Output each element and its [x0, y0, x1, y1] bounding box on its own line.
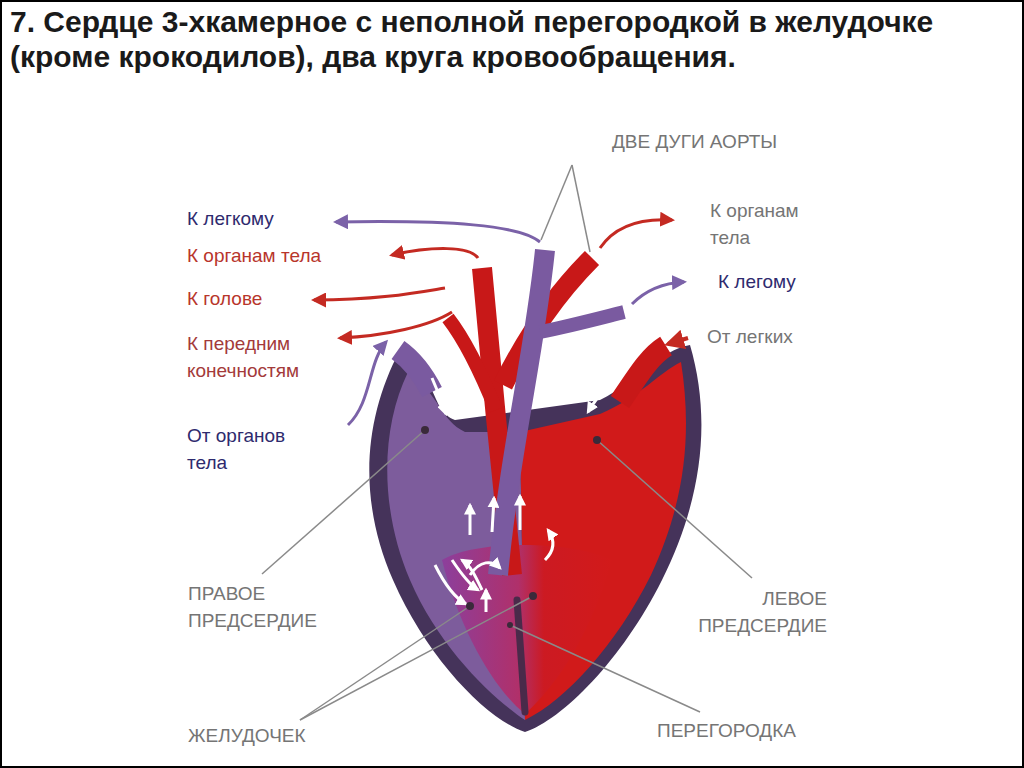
- flow-arrow: [392, 249, 478, 258]
- flow-label: К легому: [718, 268, 838, 295]
- flow-label: К легкому: [187, 205, 327, 232]
- leader-dots: [421, 426, 601, 628]
- flow-arrow: [348, 342, 386, 425]
- part-label: ЛЕВОЕ ПРЕДСЕРДИЕ: [662, 585, 827, 639]
- flow-arrow: [314, 288, 445, 300]
- flow-arrow: [632, 282, 684, 304]
- pulmonary-artery: [498, 250, 545, 575]
- slide-title: 7. Сердце 3-хкамерное с неполной перегор…: [10, 4, 1000, 74]
- heart-wall: [369, 345, 701, 732]
- vena-cava: [398, 350, 432, 392]
- part-label: ПРАВОЕ ПРЕДСЕРДИЕ: [188, 580, 353, 634]
- flow-label: К органам тела: [187, 242, 367, 269]
- flow-label: К голове: [187, 285, 307, 312]
- blood-flow-arrows: [432, 378, 608, 612]
- part-label: ЖЕЛУДОЧЕК: [188, 722, 348, 749]
- carotid-branch: [448, 318, 496, 410]
- leader-lines: [262, 165, 752, 720]
- ventricle: [442, 545, 612, 714]
- flow-arrow: [600, 220, 672, 248]
- flow-arrow: [668, 338, 688, 344]
- flow-label: От органов тела: [187, 422, 305, 476]
- flow-arrow: [336, 222, 540, 242]
- flow-label: От легких: [707, 323, 837, 350]
- pulmonary-branch: [540, 312, 624, 332]
- flow-label: К органам тела: [710, 197, 822, 251]
- part-label: ПЕРЕГОРОДКА: [657, 717, 837, 744]
- flow-arrow: [340, 312, 452, 338]
- vessel-label: ДВЕ ДУГИ АОРТЫ: [612, 128, 852, 155]
- septum: [517, 600, 525, 712]
- pulmonary-vein: [620, 346, 666, 402]
- flow-label: К передним конечностям: [187, 330, 327, 384]
